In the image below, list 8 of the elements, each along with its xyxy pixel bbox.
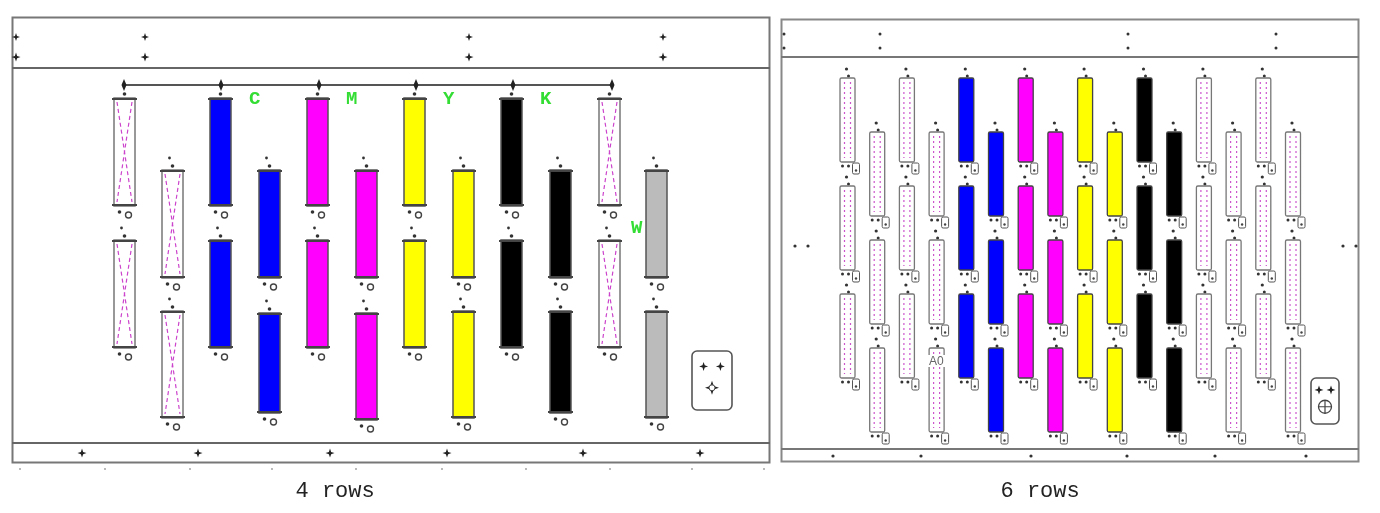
caption: 6 rows (1000, 481, 1080, 503)
channel-label: K (540, 90, 552, 109)
caption: 4 rows (295, 481, 375, 503)
channel-label: M (346, 90, 358, 109)
head-label: A0 (928, 355, 945, 367)
channel-label: C (249, 90, 261, 109)
channel-label: W (631, 219, 643, 238)
channel-label: Y (443, 90, 455, 109)
